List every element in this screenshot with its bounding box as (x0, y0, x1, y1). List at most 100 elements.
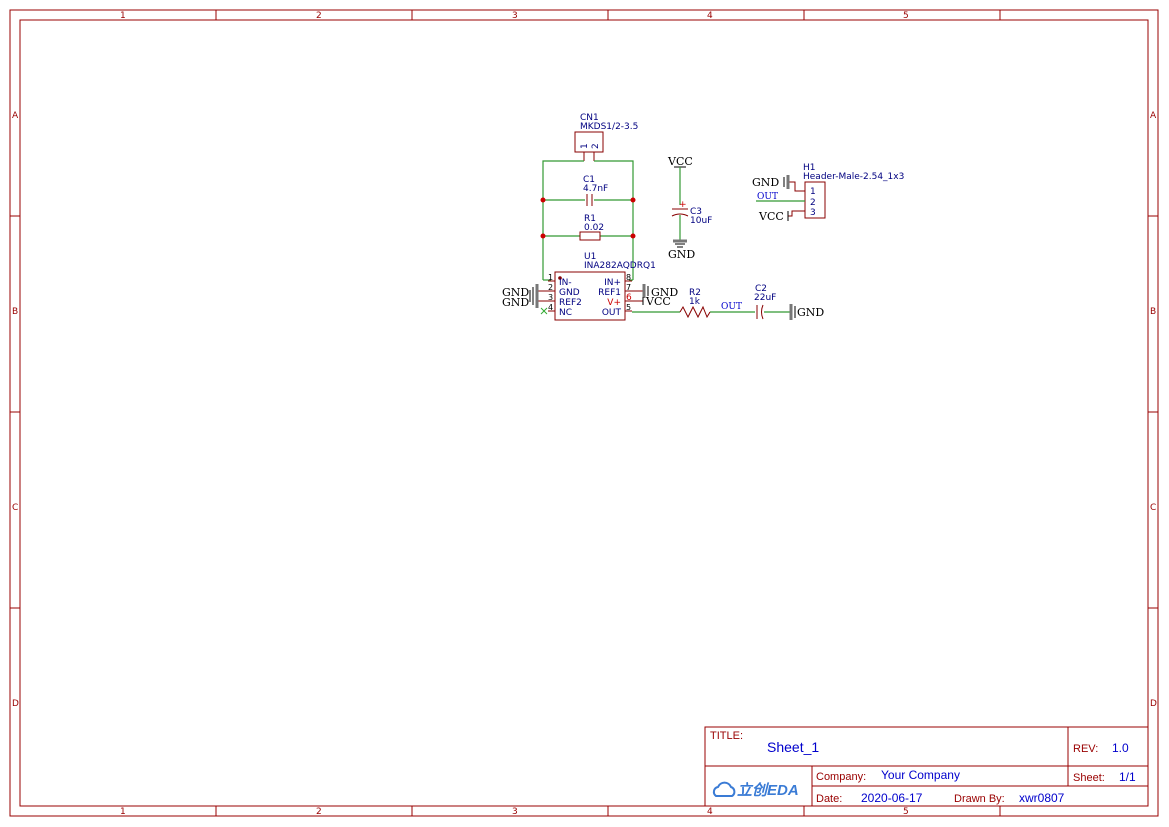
gnd-label: GND (668, 248, 695, 261)
drawn-by-value: xwr0807 (1019, 791, 1065, 805)
u1-pin-num: 1 (548, 273, 553, 282)
cn1-value: MKDS1/2-3.5 (580, 122, 638, 132)
component-c2[interactable]: C2 22uF (754, 284, 776, 320)
company-label: Company: (816, 771, 866, 783)
gnd-label: GND (502, 286, 529, 299)
h1-pin-label: 2 (810, 198, 816, 208)
inner-border (19, 19, 1149, 807)
row-label: D (12, 699, 19, 709)
c1-ref: C1 (583, 175, 595, 185)
title-block: TITLE: Sheet_1 REV: 1.0 Company: Your Co… (704, 726, 1149, 807)
u1-body (554, 271, 626, 321)
row-label: A (12, 111, 19, 121)
sheet-label: Sheet: (1073, 772, 1105, 784)
gnd-label: GND (502, 296, 529, 309)
u1-pin-name: V+ (607, 298, 621, 308)
row-label: C (12, 503, 18, 513)
row-label: D (1150, 699, 1157, 709)
row-label: B (12, 307, 18, 317)
row-labels-right: A B C D (1150, 111, 1157, 709)
component-r1[interactable]: R1 0.02 (579, 214, 604, 241)
r1-ref: R1 (584, 214, 596, 224)
eda-logo: 立创EDA (712, 781, 799, 799)
row-labels-left: A B C D (12, 111, 19, 709)
col-label: 1 (120, 11, 126, 21)
r1-value: 0.02 (584, 223, 604, 233)
col-label: 1 (120, 807, 126, 817)
u1-pin-num: 3 (548, 293, 553, 302)
out-net-label: OUT (721, 302, 742, 312)
u1-pin-name: REF1 (598, 288, 621, 298)
wires-output: OUT (632, 302, 790, 313)
h1-pin-label: 1 (810, 187, 816, 197)
gnd-symbol-u1-right: GND VCC (632, 284, 678, 308)
vcc-label: VCC (667, 155, 693, 168)
logo-text: 立创EDA (737, 781, 799, 799)
u1-pin-name: IN- (559, 278, 572, 288)
vcc-label: VCC (758, 210, 784, 223)
c3-polarity: + (679, 200, 687, 210)
rev-label: REV: (1073, 743, 1098, 755)
u1-pin-name: OUT (602, 308, 622, 318)
u1-pin-name: IN+ (604, 278, 621, 288)
cn1-pin1-label: 1 (580, 143, 590, 149)
column-ticks (215, 10, 1001, 816)
component-r2[interactable]: R2 1k (679, 288, 711, 319)
wires-input (540, 160, 636, 281)
u1-pin-num: 5 (626, 303, 631, 312)
c3-ref: C3 (690, 207, 702, 217)
gnd-label: GND (797, 306, 824, 319)
col-label: 4 (707, 807, 713, 817)
date-value: 2020-06-17 (861, 791, 923, 805)
outer-border (9, 9, 1159, 817)
sheet-title: Sheet_1 (767, 739, 819, 755)
h1-value: Header-Male-2.54_1x3 (803, 172, 904, 182)
col-label: 5 (903, 11, 909, 21)
u1-ref: U1 (584, 252, 596, 262)
r2-value: 1k (689, 297, 701, 307)
row-ticks (10, 215, 1158, 609)
title-label: TITLE: (710, 730, 743, 742)
col-label: 4 (707, 11, 713, 21)
col-label: 3 (512, 11, 518, 21)
component-c1[interactable]: C1 4.7nF (583, 175, 608, 206)
gnd-label: GND (651, 286, 678, 299)
c3-value: 10uF (690, 216, 712, 226)
vcc-label: VCC (645, 295, 671, 308)
col-label: 2 (316, 807, 322, 817)
u1-pin-num: 7 (626, 283, 631, 292)
u1-pin-num: 2 (548, 283, 553, 292)
component-c3[interactable]: VCC + C3 10uF GND (667, 155, 712, 261)
c2-value: 22uF (754, 293, 776, 303)
r2-ref: R2 (689, 288, 701, 298)
row-label: B (1150, 307, 1156, 317)
u1-pin-num: 6 (626, 293, 632, 303)
gnd-symbol-c2: GND (789, 304, 824, 320)
row-label: C (1150, 503, 1156, 513)
cn1-ref: CN1 (580, 113, 599, 123)
col-label: 5 (903, 807, 909, 817)
component-h1[interactable]: H1 Header-Male-2.54_1x3 1 2 3 GND OUT VC… (752, 163, 904, 223)
component-u1[interactable]: U1 INA282AQDRQ1 1 2 3 4 IN- GND REF2 NC … (548, 252, 656, 321)
gnd-label: GND (752, 176, 779, 189)
gnd-symbol-u1-left: GND GND (502, 284, 548, 315)
out-net-label: OUT (757, 192, 778, 202)
row-label: A (1150, 111, 1157, 121)
drawn-by-label: Drawn By: (954, 793, 1005, 805)
u1-pin-num: 8 (626, 273, 631, 282)
u1-pin-name: GND (559, 288, 580, 298)
h1-pin-label: 3 (810, 208, 816, 218)
sheet-value: 1/1 (1119, 770, 1136, 784)
rev-value: 1.0 (1112, 741, 1129, 755)
c1-value: 4.7nF (583, 184, 608, 194)
c2-ref: C2 (755, 284, 767, 294)
cn1-pin2-label: 2 (591, 143, 601, 149)
h1-ref: H1 (803, 163, 816, 173)
u1-pin-name: NC (559, 308, 572, 318)
column-labels-top: 1 2 3 4 5 (120, 11, 909, 21)
component-cn1[interactable]: CN1 MKDS1/2-3.5 1 2 (574, 113, 638, 161)
col-label: 2 (316, 11, 322, 21)
column-labels-bottom: 1 2 3 4 5 (120, 807, 909, 817)
u1-pin-name: REF2 (559, 298, 582, 308)
